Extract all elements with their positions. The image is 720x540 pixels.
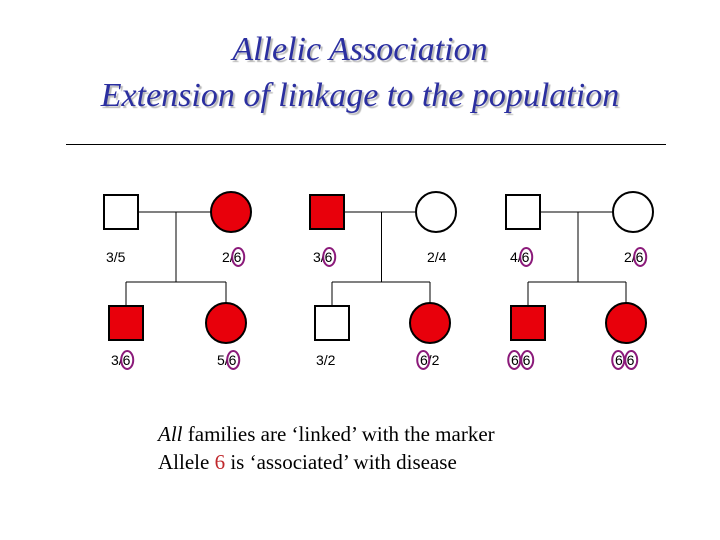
caption-text: families are ‘linked’ with the marker	[182, 422, 495, 446]
family-1-parent-square	[103, 194, 139, 230]
caption-text: Allele	[158, 450, 215, 474]
caption-text: is ‘associated’ with disease	[225, 450, 457, 474]
title-divider	[66, 144, 666, 145]
caption-allele: 6	[214, 450, 226, 474]
family-2-parent-square	[309, 194, 345, 230]
family-2-child-genotype: 3/2	[316, 352, 336, 368]
family-2-parent-circle	[415, 191, 457, 233]
family-3-parent-circle	[612, 191, 654, 233]
family-1-parent-circle	[210, 191, 252, 233]
title-line-1: Allelic Association	[232, 31, 488, 68]
caption-emphasis: All	[158, 422, 183, 446]
allele-marker-icon	[624, 350, 639, 370]
family-3-parent-square	[505, 194, 541, 230]
family-3-child-square	[510, 305, 546, 341]
family-1-child-square	[108, 305, 144, 341]
allele-marker-icon	[519, 247, 534, 267]
allele-marker-icon	[416, 350, 431, 370]
family-2-parent-genotype: 2/4	[427, 249, 447, 265]
family-3-child-circle	[605, 302, 647, 344]
family-2-child-circle	[409, 302, 451, 344]
allele-marker-icon	[120, 350, 135, 370]
allele-marker-icon	[231, 247, 246, 267]
title-line-2: Extension of linkage to the population	[100, 77, 620, 114]
family-1-parent-genotype: 3/5	[106, 249, 126, 265]
family-2-child-square	[314, 305, 350, 341]
allele-marker-icon	[226, 350, 241, 370]
caption-line-1: All families are ‘linked’ with the marke…	[158, 421, 495, 447]
allele-marker-icon	[633, 247, 648, 267]
caption-line-2: Allele 6 is ‘associated’ with disease	[158, 449, 457, 475]
allele-marker-icon	[520, 350, 535, 370]
family-1-child-circle	[205, 302, 247, 344]
allele-marker-icon	[322, 247, 337, 267]
